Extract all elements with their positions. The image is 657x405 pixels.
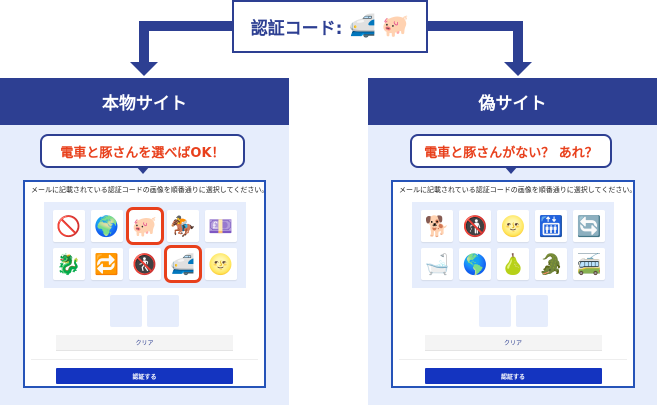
arrow-left-head bbox=[130, 62, 158, 76]
auth-form: メールに記載されている認証コードの画像を順番通りに選択してください。 🚫 🌍 🐖 🏇 💷… bbox=[23, 180, 266, 388]
image-tile-elevator[interactable]: 🛗 bbox=[535, 210, 567, 242]
image-grid: 🐕 🚯 🌝 🛗 🔄 🛁 🌎 🍐 🐊 🚎 bbox=[412, 202, 614, 288]
selected-slots bbox=[25, 295, 264, 327]
hint-bubble: 電車と豚さんを選べばOK！ bbox=[40, 134, 245, 174]
repeat-icon: 🔁 bbox=[94, 252, 119, 276]
full-moon-face-icon: 🌝 bbox=[208, 252, 233, 276]
pig-icon: 🐖 bbox=[381, 14, 410, 39]
image-tile-full-moon-face[interactable]: 🌝 bbox=[204, 248, 237, 280]
image-tile-shiba-dog[interactable]: 🐕 bbox=[421, 210, 453, 242]
arrow-right-head bbox=[504, 62, 532, 76]
image-tile-trolleybus[interactable]: 🚎 bbox=[573, 248, 605, 280]
selected-slot bbox=[478, 295, 511, 327]
image-tile-no-littering[interactable]: 🚯 bbox=[459, 210, 491, 242]
shiba-dog-icon: 🐕 bbox=[424, 214, 450, 238]
image-tile-bathtub[interactable]: 🛁 bbox=[421, 248, 453, 280]
auth-form: メールに記載されている認証コードの画像を順番通りに選択してください。 🐕 🚯 🌝 🛗 🔄… bbox=[391, 180, 635, 388]
image-tile-no-mobile-phones[interactable]: 🚫 bbox=[52, 210, 85, 242]
image-tile-pear[interactable]: 🍐 bbox=[497, 248, 529, 280]
image-tile-globe-americas[interactable]: 🌎 bbox=[459, 248, 491, 280]
pear-icon: 🍐 bbox=[500, 252, 526, 276]
auth-code-label: 認証コード: bbox=[250, 19, 343, 39]
no-littering-icon: 🚯 bbox=[462, 214, 488, 238]
selected-slots bbox=[393, 295, 633, 327]
image-grid: 🚫 🌍 🐖 🏇 💷 🐉 🔁 🚷 🚅 🌝 bbox=[43, 202, 246, 288]
counterclockwise-arrows-icon: 🔄 bbox=[576, 214, 602, 238]
horse-racing-icon: 🏇 bbox=[170, 214, 195, 238]
image-tile-pig[interactable]: 🐖 bbox=[125, 207, 164, 245]
no-mobile-phones-icon: 🚫 bbox=[56, 214, 81, 238]
no-pedestrians-icon: 🚷 bbox=[132, 252, 157, 276]
panel-title: 本物サイト bbox=[0, 78, 289, 125]
elevator-icon: 🛗 bbox=[538, 214, 564, 238]
image-tile-no-pedestrians[interactable]: 🚷 bbox=[128, 248, 161, 280]
auth-code-box: 認証コード: 🚅 🐖 bbox=[232, 0, 428, 53]
pound-banknote-icon: 💷 bbox=[208, 214, 233, 238]
arrow-left-shaft bbox=[139, 21, 149, 65]
globe-europe-africa-icon: 🌍 bbox=[94, 214, 119, 238]
full-moon-face-icon: 🌝 bbox=[500, 214, 526, 238]
clear-button[interactable]: クリア bbox=[424, 335, 602, 351]
globe-americas-icon: 🌎 bbox=[462, 252, 488, 276]
selected-slot bbox=[515, 295, 548, 327]
selected-slot bbox=[110, 295, 142, 327]
instruction-text: メールに記載されている認証コードの画像を順番通りに選択してください。 bbox=[399, 186, 633, 194]
image-tile-full-moon-face[interactable]: 🌝 bbox=[497, 210, 529, 242]
instruction-text: メールに記載されている認証コードの画像を順番通りに選択してください。 bbox=[31, 186, 264, 194]
image-tile-repeat[interactable]: 🔁 bbox=[90, 248, 123, 280]
pig-icon: 🐖 bbox=[132, 214, 157, 238]
trolleybus-icon: 🚎 bbox=[576, 252, 602, 276]
submit-button[interactable]: 認証する bbox=[56, 368, 233, 384]
image-tile-horse-racing[interactable]: 🏇 bbox=[166, 210, 199, 242]
submit-button[interactable]: 認証する bbox=[424, 368, 602, 384]
image-tile-globe-europe-africa[interactable]: 🌍 bbox=[90, 210, 123, 242]
panel-title: 偽サイト bbox=[368, 78, 657, 125]
image-tile-dragon[interactable]: 🐉 bbox=[52, 248, 85, 280]
arrow-right-connector bbox=[426, 21, 523, 31]
arrow-right-shaft bbox=[513, 21, 523, 65]
bathtub-icon: 🛁 bbox=[424, 252, 450, 276]
clear-button[interactable]: クリア bbox=[56, 335, 233, 351]
divider bbox=[399, 359, 627, 360]
dragon-icon: 🐉 bbox=[56, 252, 81, 276]
bullet-train-icon: 🚅 bbox=[170, 252, 195, 276]
image-tile-crocodile[interactable]: 🐊 bbox=[535, 248, 567, 280]
fake-site-panel: 偽サイト 電車と豚さんがない？ あれ？ メールに記載されている認証コードの画像を… bbox=[368, 78, 657, 405]
hint-bubble: 電車と豚さんがない？ あれ？ bbox=[410, 134, 612, 174]
arrow-left-connector bbox=[139, 21, 234, 31]
image-tile-bullet-train[interactable]: 🚅 bbox=[163, 245, 202, 283]
real-site-panel: 本物サイト 電車と豚さんを選べばOK！ メールに記載されている認証コードの画像を… bbox=[0, 78, 289, 405]
image-tile-counterclockwise-arrows[interactable]: 🔄 bbox=[573, 210, 605, 242]
selected-slot bbox=[147, 295, 179, 327]
image-tile-pound-banknote[interactable]: 💷 bbox=[204, 210, 237, 242]
crocodile-icon: 🐊 bbox=[538, 252, 564, 276]
divider bbox=[31, 359, 258, 360]
bullet-train-icon: 🚅 bbox=[348, 14, 376, 39]
